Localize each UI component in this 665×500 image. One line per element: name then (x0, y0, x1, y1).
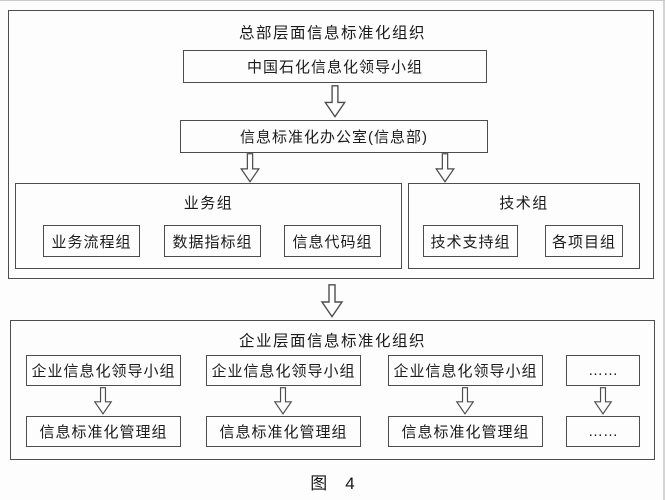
down-arrow-icon (239, 153, 261, 183)
business-child-box: 数据指标组 (164, 225, 261, 257)
business-child-box: 业务流程组 (43, 225, 140, 257)
office-box: 信息标准化办公室(信息部) (180, 120, 488, 153)
enterprise-leader-box: 企业信息化领导小组 (388, 355, 543, 386)
enterprise-leader-box: …… (566, 355, 640, 386)
headquarters-section-title: 总部层面信息标准化组织 (238, 25, 426, 42)
leader-group-box: 中国石化信息化领导小组 (183, 50, 487, 83)
enterprise-mgmt-box: 信息标准化管理组 (388, 416, 543, 447)
tech-group-title: 技术组 (499, 195, 549, 212)
enterprise-mgmt-box: …… (566, 416, 640, 447)
business-group-title: 业务组 (183, 195, 234, 212)
enterprise-mgmt-box: 信息标准化管理组 (206, 416, 361, 447)
down-arrow-icon (272, 387, 294, 415)
down-arrow-icon (454, 387, 476, 415)
figure-caption-number: 4 (345, 474, 355, 493)
enterprise-section-title: 企业层面信息标准化组织 (238, 333, 426, 350)
business-child-box: 信息代码组 (284, 225, 381, 257)
down-arrow-icon (323, 85, 347, 118)
down-arrow-icon (434, 153, 456, 183)
enterprise-mgmt-box: 信息标准化管理组 (26, 416, 181, 447)
tech-child-box: 各项目组 (545, 225, 623, 257)
enterprise-leader-box: 企业信息化领导小组 (206, 355, 361, 386)
tech-child-box: 技术支持组 (423, 225, 518, 257)
down-arrow-icon (592, 387, 614, 415)
figure-caption-prefix: 图 (310, 474, 328, 493)
enterprise-leader-box: 企业信息化领导小组 (26, 355, 181, 386)
down-arrow-icon (319, 284, 345, 318)
down-arrow-icon (92, 387, 114, 415)
